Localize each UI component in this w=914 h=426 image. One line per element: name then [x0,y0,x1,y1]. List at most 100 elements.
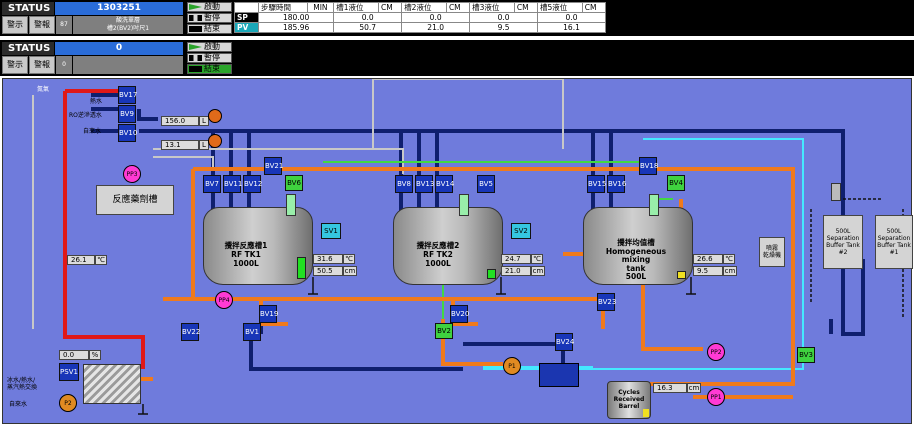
heat-exchanger-label: 冰水/熱水/ 蒸汽熱交換 [7,377,38,391]
psv-readout: 0.0 [59,350,89,360]
table-corner [234,2,259,13]
status-label: STATUS [2,2,54,15]
tank-1-level-unit: cm [343,266,357,276]
hot-water-label: 熱水 [90,98,103,105]
barrel-level-readout: 16.3 [653,383,687,393]
pump-pp2[interactable]: PP2 [707,343,725,361]
sp-tank2: 0.0 [401,12,471,23]
valve-bv24[interactable]: BV24 [555,333,574,351]
valve-bv19[interactable]: BV19 [259,305,278,323]
valve-bv17[interactable]: BV17 [118,86,137,104]
tank-1-title: 攪拌反應槽1 RF TK1 1000L [224,241,268,268]
psv-unit: % [89,350,101,360]
sp-tank1: 0.0 [333,12,403,23]
table-header-row: 步驟時間 MIN 槽1液位 CM 槽2液位 CM 槽3液位 CM 槽5液位 CM [234,2,607,13]
valve-sv2[interactable]: SV2 [511,223,531,239]
table-row-sp: SP 180.00 0.0 0.0 0.0 0.0 [234,12,606,23]
valve-bv9[interactable]: BV9 [118,105,136,123]
valve-bv7[interactable]: BV7 [203,175,221,193]
valve-bv14[interactable]: BV14 [435,175,454,193]
tank-2-title: 攪拌反應槽2 RF TK2 1000L [416,241,460,268]
valve-bv2[interactable]: BV2 [435,323,453,339]
flow-meter-icon [208,109,222,123]
header-unit-cm-3: CM [513,2,539,13]
valve-bv22[interactable]: BV22 [181,323,200,341]
alarm-log-button-2[interactable]: 警報 [29,56,55,74]
tank-3-level-bar [677,271,686,279]
pv-tank1: 50.7 [333,22,403,33]
reagent-tank: 反應藥劑槽 [96,185,174,215]
start-button-2[interactable]: 啟動 [187,42,232,52]
pause-button[interactable]: 暫停 [187,13,232,23]
valve-bv4[interactable]: BV4 [667,175,685,191]
tank-3-temp-unit: ℃ [723,254,735,264]
tank-2-level: 21.0 [501,266,531,276]
status-value: 1303251 [55,2,183,15]
pump-pp3[interactable]: PP3 [123,165,141,183]
header-tank1-level: 槽1液位 [333,2,380,13]
valve-bv15[interactable]: BV15 [587,175,606,193]
header-tank3-level: 槽3液位 [469,2,515,13]
tank-1-level-bar [297,257,306,279]
agitator-motor-icon [459,194,469,216]
spray-dryer: 噴霧 乾燥機 [759,237,785,267]
heat-exchanger [83,364,141,404]
header-unit-cm-4: CM [581,2,607,13]
valve-bv18[interactable]: BV18 [639,157,658,175]
nitrogen-label: 氮氣 [37,86,50,93]
pv-step-time: 185.96 [257,22,335,33]
pv-tank2: 21.0 [401,22,471,33]
valve-bv20[interactable]: BV20 [450,305,469,323]
valve-bv21[interactable]: BV21 [264,157,283,175]
tap-water-label: 自來水 [83,128,102,135]
pump-p1[interactable]: P1 [503,357,521,375]
valve-bv6[interactable]: BV6 [285,175,303,191]
status-label-2: STATUS [2,42,54,55]
valve-sv1[interactable]: SV1 [321,223,341,239]
valve-bv13[interactable]: BV13 [415,175,434,193]
end-button[interactable]: 結束 [187,24,232,34]
pause-icon [189,55,202,61]
valve-bv23[interactable]: BV23 [597,293,616,311]
table-row-pv: PV 185.96 50.7 21.0 9.5 16.1 [234,22,606,33]
agitator-motor-icon [286,194,296,216]
tap-water-2-label: 自來水 [9,401,28,408]
barrel-label: Cycles Received Barrel [613,389,645,410]
tank-3-temp: 26.6 [693,254,723,264]
alarm-button-2[interactable]: 警示 [2,56,28,74]
header-step-time: 步驟時間 [258,2,308,13]
valve-bv8[interactable]: BV8 [395,175,413,193]
sp-step-time: 180.00 [257,12,335,23]
valve-bv5[interactable]: BV5 [477,175,495,193]
valve-bv16[interactable]: BV16 [607,175,626,193]
message-line-2: 槽2(BV2)吋尺1 [106,25,150,32]
pump-pp4[interactable]: PP4 [215,291,233,309]
tank-3-level: 9.5 [693,266,723,276]
message-count: 87 [56,16,72,34]
sp-tank5: 0.0 [537,12,606,23]
pause-icon [189,15,202,21]
pump-pp1[interactable]: PP1 [707,388,725,406]
tank-3-title: 攪拌均值槽 Homogeneous mixing tank 500L [605,238,667,281]
pause-button-2[interactable]: 暫停 [187,53,232,63]
valve-bv12[interactable]: BV12 [243,175,262,193]
header-unit-min: MIN [306,2,335,13]
alarm-button[interactable]: 警示 [2,16,28,34]
barrel-level-bar [643,409,649,417]
message-box-2 [73,56,183,74]
message-box: 酸洗單層 槽2(BV2)吋尺1 [73,16,183,34]
valve-psv1[interactable]: PSV1 [59,363,79,381]
valve-bv10[interactable]: BV10 [118,124,137,142]
pv-tank3: 9.5 [469,22,539,33]
separation-buffer-tank-1: 500L Separation Buffer Tank #1 [875,215,913,269]
valve-bv11[interactable]: BV11 [223,175,242,193]
valve-bv3[interactable]: BV3 [797,347,815,363]
end-button-2[interactable]: 結束 [187,64,232,74]
flow-1-readout: 156.0 [161,116,199,126]
start-button[interactable]: 啟動 [187,2,232,12]
pump-p2[interactable]: P2 [59,394,77,412]
alarm-log-button[interactable]: 警報 [29,16,55,34]
valve-bv1[interactable]: BV1 [243,323,261,341]
flow-meter-icon [208,134,222,148]
pv-label: PV [234,22,259,33]
